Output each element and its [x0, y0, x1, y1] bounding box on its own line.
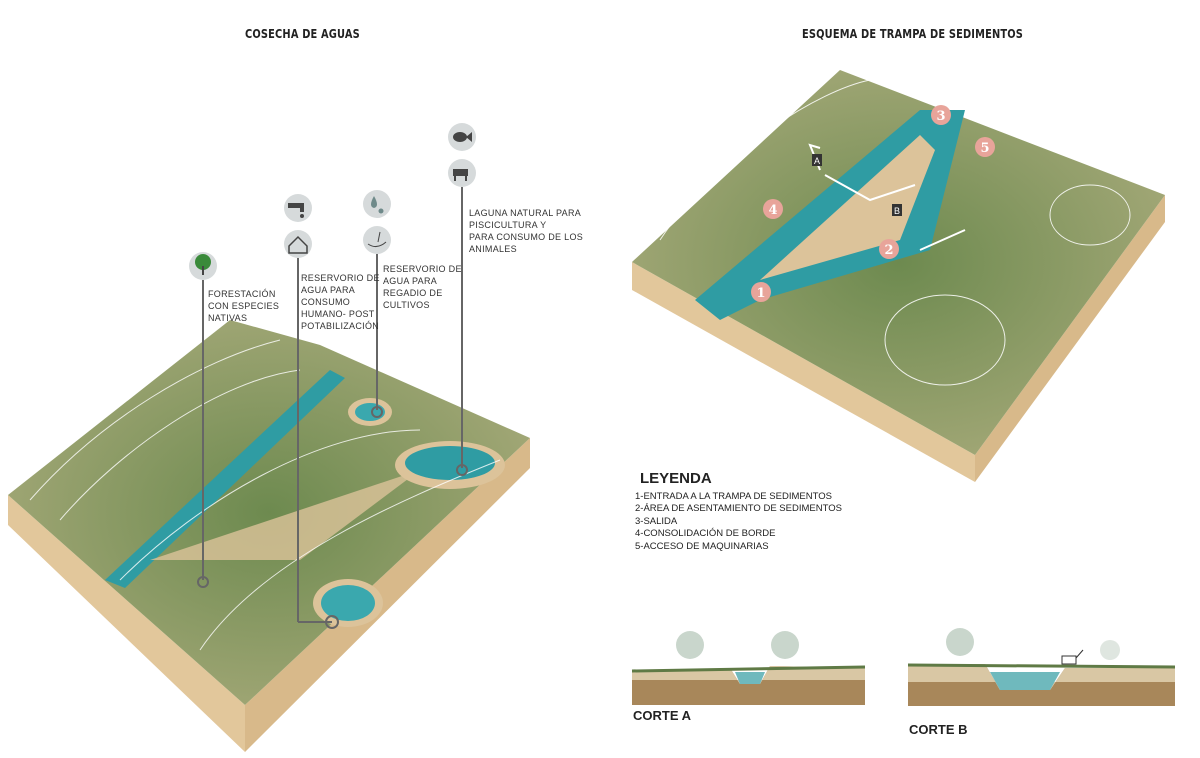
svg-text:4: 4	[768, 203, 777, 218]
pointer-lines	[197, 187, 468, 629]
tree-icon	[189, 252, 217, 280]
marker-1: 1	[751, 282, 771, 302]
excavator-icon	[1061, 649, 1084, 665]
legend-item: 1-ENTRADA A LA TRAMPA DE SEDIMENTOS	[635, 491, 832, 502]
cow-icon	[448, 159, 476, 187]
svg-text:B: B	[894, 206, 900, 216]
settling-area	[760, 135, 935, 280]
faucet-icon	[284, 194, 312, 222]
left-terrain-block	[8, 320, 530, 752]
icons	[189, 123, 476, 280]
section-a-illustration	[631, 631, 866, 705]
marker-2: 2	[879, 239, 899, 259]
label-consumo-humano: RESERVORIO DE AGUA PARA CONSUMO HUMANO- …	[301, 273, 380, 331]
right-terrain-block: A B 1 2 3 4 5	[632, 70, 1165, 482]
marker-4: 4	[763, 199, 783, 219]
svg-text:3: 3	[936, 109, 945, 124]
human-consumption-reservoir	[321, 585, 375, 621]
legend-item: 4-CONSOLIDACIÓN DE BORDE	[635, 528, 776, 540]
corte-a-label: CORTE A	[633, 708, 692, 723]
svg-text:2: 2	[884, 243, 893, 258]
label-laguna: LAGUNA NATURAL PARA PISCICULTURA Y PARA …	[469, 208, 584, 254]
legend-item: 3-SALIDA	[635, 515, 678, 527]
marker-3: 3	[931, 105, 951, 125]
fish-icon	[448, 123, 476, 151]
section-mark-a: A	[812, 154, 822, 166]
right-title: ESQUEMA DE TRAMPA DE SEDIMENTOS	[802, 27, 1024, 41]
svg-text:1: 1	[756, 286, 765, 301]
legend-item: 2-ÁREA DE ASENTAMIENTO DE SEDIMENTOS	[635, 503, 842, 515]
legend-item: 5-ACCESO DE MAQUINARIAS	[635, 540, 769, 552]
marker-5: 5	[975, 137, 995, 157]
left-title: COSECHA DE AGUAS	[245, 27, 360, 41]
svg-text:5: 5	[980, 141, 989, 156]
natural-lagoon	[405, 446, 495, 480]
section-b-illustration	[907, 628, 1176, 706]
legend-list: 1-ENTRADA A LA TRAMPA DE SEDIMENTOS 2-ÁR…	[635, 491, 842, 553]
river	[105, 370, 345, 588]
corte-b-label: CORTE B	[909, 722, 968, 737]
section-mark-b: B	[892, 204, 902, 216]
hand-plant-icon	[363, 226, 391, 254]
house-icon	[284, 230, 312, 258]
label-regadio: RESERVORIO DE AGUA PARA REGADIO DE CULTI…	[383, 264, 462, 310]
label-forestacion: FORESTACIÓN CON ESPECIES NATIVAS	[208, 289, 280, 323]
irrigation-reservoir	[355, 403, 385, 421]
svg-text:A: A	[814, 156, 820, 166]
water-drops-icon	[363, 190, 391, 218]
legend-title: LEYENDA	[640, 470, 712, 487]
